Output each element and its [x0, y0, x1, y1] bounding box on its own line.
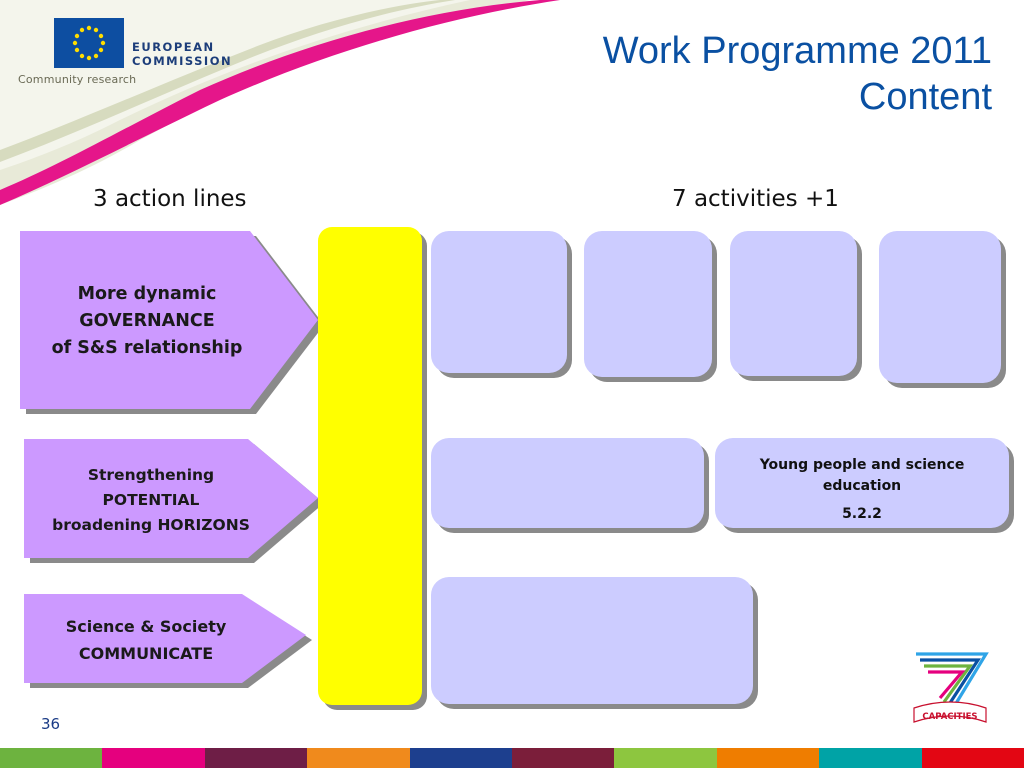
page-title: Work Programme 2011 Content — [603, 28, 992, 120]
org-line2: COMMISSION — [132, 54, 233, 68]
action-line-arrows — [20, 231, 324, 688]
action-line-2-text-2: POTENTIAL — [102, 491, 200, 509]
action-line-2-text-3: broadening HORIZONS — [52, 516, 250, 534]
action-line-3-label: Science & Society COMMUNICATE — [26, 613, 266, 667]
action-line-1-label: More dynamic GOVERNANCE of S&S relations… — [22, 281, 272, 362]
stripe-seg-2 — [102, 748, 205, 768]
action-line-3-text-2: COMMUNICATE — [78, 644, 214, 663]
activity-box-2 — [584, 231, 712, 377]
org-line1: EUROPEAN — [132, 40, 215, 54]
action-line-1-text-2: GOVERNANCE — [79, 311, 215, 331]
stripe-seg-1 — [0, 748, 103, 768]
action-lines-heading: 3 action lines — [93, 186, 247, 212]
connector-bar — [318, 227, 422, 705]
action-line-3-text-1: Science & Society — [65, 617, 227, 636]
stripe-seg-3 — [204, 748, 308, 768]
activity-box-7 — [431, 577, 753, 704]
page-number: 36 — [41, 715, 61, 733]
stripe-seg-6 — [512, 748, 615, 768]
fp7-label: CAPACITIES — [922, 712, 978, 722]
stripe-seg-4 — [307, 748, 410, 768]
activity-code: 5.2.2 — [842, 506, 882, 522]
stripe-seg-7 — [614, 748, 717, 768]
activities-heading: 7 activities +1 — [672, 186, 839, 212]
title-line2: Content — [858, 76, 992, 118]
action-line-1-text-1: More dynamic — [77, 284, 217, 304]
footer-color-stripe — [0, 748, 1024, 768]
action-line-1-text-3: of S&S relationship — [51, 338, 243, 358]
stripe-seg-5 — [409, 748, 513, 768]
stripe-seg-10 — [921, 748, 1024, 768]
org-subtitle: Community research — [18, 73, 137, 86]
action-arrow-3 — [24, 594, 306, 683]
eu-flag-icon — [54, 18, 124, 68]
title-line1: Work Programme 2011 — [602, 30, 992, 72]
action-arrow-1 — [20, 231, 318, 409]
fp7-logo-icon — [913, 652, 989, 723]
activity-label: Young people and science education — [759, 457, 965, 494]
activity-box-3 — [730, 231, 857, 376]
stripe-seg-9 — [819, 748, 922, 768]
action-line-2-label: Strengthening POTENTIAL broadening HORIZ… — [26, 463, 276, 538]
action-arrow-2 — [24, 439, 318, 558]
action-line-2-text-1: Strengthening — [87, 466, 215, 484]
activity-box-young-people: Young people and science education 5.2.2 — [715, 438, 1009, 528]
activity-box-1 — [431, 231, 567, 373]
activity-box-4 — [879, 231, 1001, 383]
activity-box-5 — [431, 438, 704, 528]
org-name: EUROPEAN COMMISSION — [132, 40, 292, 68]
stripe-seg-8 — [716, 748, 820, 768]
